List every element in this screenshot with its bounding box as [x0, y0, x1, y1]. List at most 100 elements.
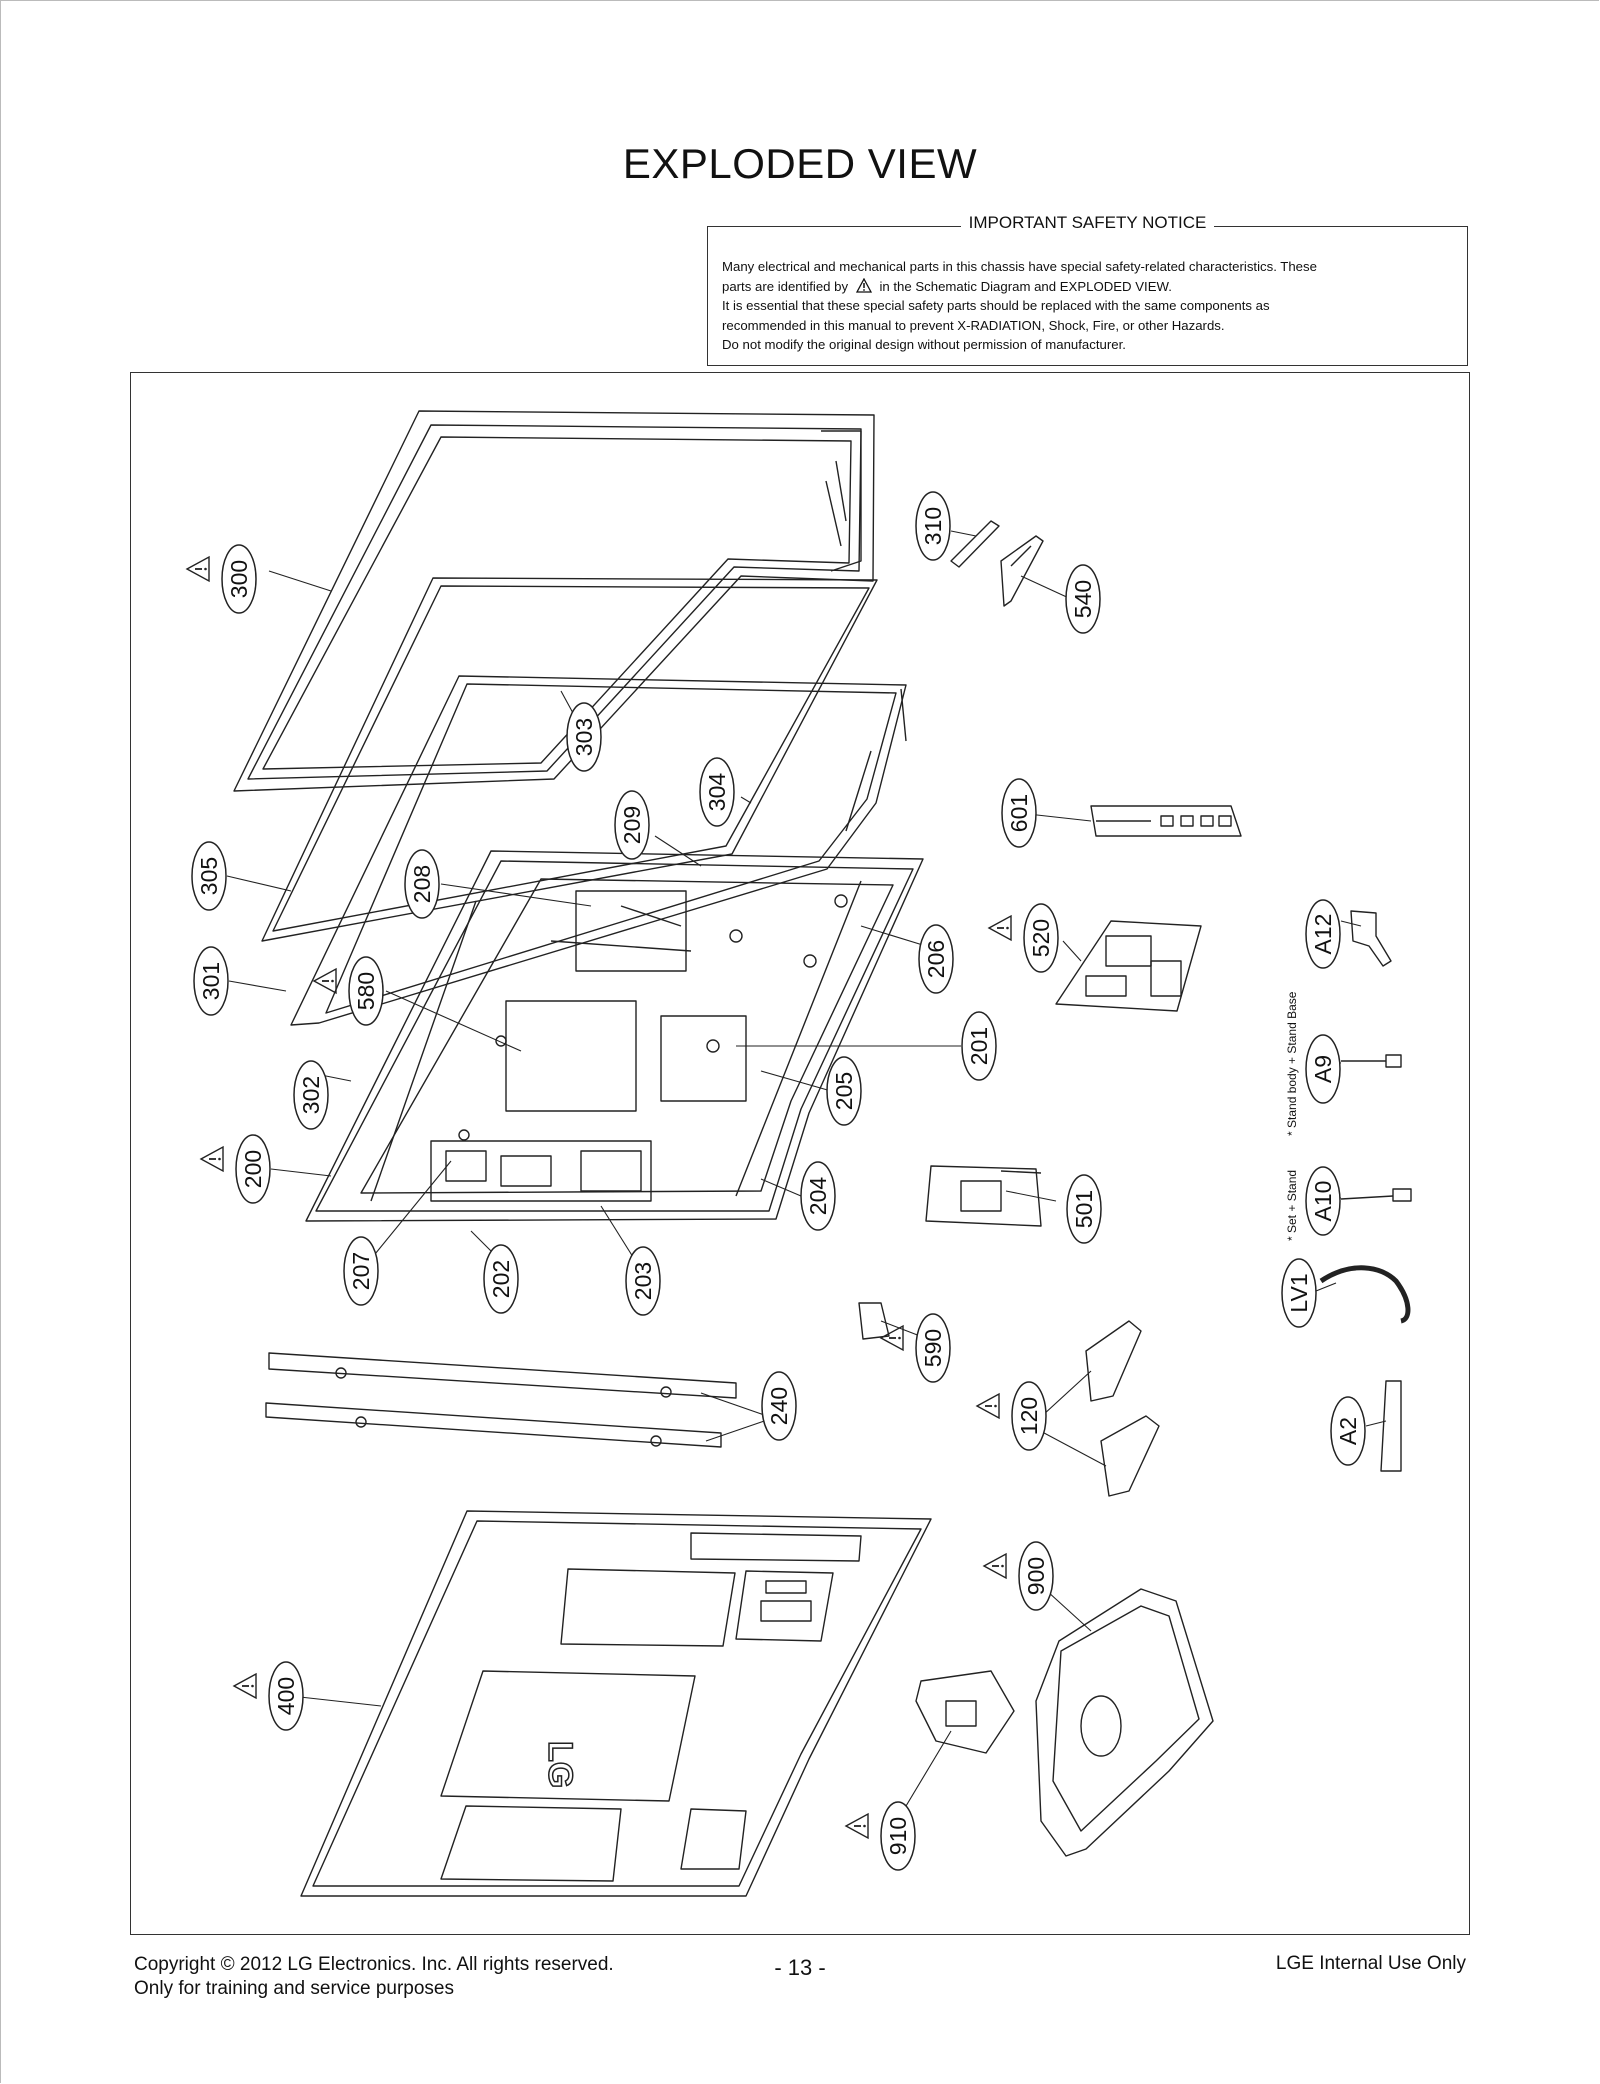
- callout-203: 203: [625, 1246, 661, 1316]
- callout-oval: [880, 1801, 916, 1871]
- safety-notice-body: Many electrical and mechanical parts in …: [722, 257, 1453, 355]
- warning-triangle-icon: [232, 1672, 257, 1700]
- callout-label: 204: [805, 1177, 831, 1216]
- callout-oval: [191, 841, 227, 911]
- safety-notice-heading-wrap: IMPORTANT SAFETY NOTICE: [708, 213, 1467, 233]
- callout-label: 540: [1070, 580, 1096, 618]
- callout-520: 520: [987, 903, 1059, 973]
- callout-oval: [404, 849, 440, 919]
- callout-oval: [1001, 778, 1037, 848]
- callout-a12: A12: [1305, 899, 1341, 969]
- warning-triangle-icon: [312, 967, 337, 995]
- callout-oval: [1305, 1166, 1341, 1236]
- warning-triangle-icon: [844, 1812, 869, 1840]
- footer-copyright-line-1: Copyright © 2012 LG Electronics. Inc. Al…: [134, 1954, 614, 1975]
- part-speakers: [1085, 1320, 1160, 1497]
- footer-page-number: - 13 -: [774, 1955, 826, 1980]
- callout-label: 207: [348, 1252, 374, 1290]
- callout-label: 303: [571, 718, 597, 756]
- callout-label: A2: [1335, 1417, 1361, 1445]
- part-front-cabinet: [233, 410, 875, 792]
- callout-oval: [235, 1134, 271, 1204]
- callout-label: 208: [409, 865, 435, 903]
- callout-910: 910: [844, 1801, 916, 1871]
- callout-label: 300: [226, 560, 252, 598]
- note-stand-body-base: * Stand body + Stand Base: [1285, 991, 1299, 1136]
- part-panel-glass: [261, 577, 878, 942]
- part-A9-screw: [1341, 1054, 1402, 1068]
- warning-triangle-icon: [855, 277, 872, 293]
- callout-400: 400: [232, 1661, 304, 1731]
- callout-206: 206: [918, 924, 954, 994]
- callout-oval: [221, 544, 257, 614]
- callout-300: 300: [185, 544, 257, 614]
- callout-oval: [1330, 1396, 1366, 1466]
- part-back-cover: [300, 1510, 932, 1897]
- callout-oval: [1305, 899, 1341, 969]
- callout-208: 208: [404, 849, 440, 919]
- callout-oval: [614, 790, 650, 860]
- part-stand-base: [1035, 1588, 1214, 1857]
- callout-oval: [1281, 1258, 1317, 1328]
- warning-triangle-icon: [199, 1145, 224, 1173]
- footer-copyright: Copyright © 2012 LG Electronics. Inc. Al…: [134, 1953, 614, 2001]
- callout-oval: [918, 924, 954, 994]
- callout-label: 203: [630, 1262, 656, 1300]
- callout-240: 240: [761, 1371, 797, 1441]
- callout-label: 301: [198, 962, 224, 1000]
- callout-205: 205: [826, 1056, 862, 1126]
- callout-209: 209: [614, 790, 650, 860]
- part-590: [858, 1302, 890, 1340]
- notice-line-1: Many electrical and mechanical parts in …: [722, 259, 1317, 274]
- callout-label: 202: [488, 1260, 514, 1298]
- callout-label: 206: [923, 940, 949, 978]
- callout-oval: [268, 1661, 304, 1731]
- callout-label: 400: [273, 1677, 299, 1715]
- part-601: [1090, 805, 1242, 837]
- callout-900: 900: [982, 1541, 1054, 1611]
- callout-label: 205: [831, 1072, 857, 1110]
- callout-310: 310: [915, 491, 951, 561]
- notice-line-5: Do not modify the original design withou…: [722, 337, 1126, 352]
- safety-notice-heading: IMPORTANT SAFETY NOTICE: [960, 213, 1215, 232]
- callout-label: LV1: [1286, 1273, 1312, 1312]
- part-panel-module: [290, 675, 907, 1026]
- callout-label: A10: [1310, 1181, 1336, 1222]
- warning-triangle-icon: [879, 1324, 904, 1352]
- callout-oval: [1305, 1034, 1341, 1104]
- callout-oval: [625, 1246, 661, 1316]
- callout-202: 202: [483, 1244, 519, 1314]
- footer-internal-use: LGE Internal Use Only: [1275, 1953, 1466, 1974]
- callout-label: 310: [920, 507, 946, 545]
- callout-label: 302: [298, 1076, 324, 1114]
- callout-501: 501: [1066, 1174, 1102, 1244]
- part-A10-screw: [1340, 1188, 1412, 1202]
- callout-oval: [343, 1236, 379, 1306]
- warning-triangle-icon: [975, 1392, 1000, 1420]
- callout-oval: [961, 1011, 997, 1081]
- callout-oval: [761, 1371, 797, 1441]
- part-501: [925, 1165, 1042, 1227]
- callout-oval: [915, 491, 951, 561]
- callout-label: 900: [1023, 1557, 1049, 1595]
- part-chassis: [305, 850, 924, 1222]
- callout-590: 590: [879, 1313, 951, 1383]
- part-stand-body: [915, 1670, 1015, 1754]
- callout-lv1: LV1: [1281, 1258, 1317, 1328]
- part-A2: [1380, 1380, 1402, 1472]
- callout-oval: [566, 702, 602, 772]
- notice-line-2-post: in the Schematic Diagram and EXPLODED VI…: [879, 278, 1172, 294]
- callout-301: 301: [193, 946, 229, 1016]
- callout-label: 580: [353, 972, 379, 1010]
- callout-a9: A9: [1305, 1034, 1341, 1104]
- callout-oval: [826, 1056, 862, 1126]
- part-A12: [1350, 910, 1392, 967]
- callout-oval: [293, 1060, 329, 1130]
- callout-label: 209: [619, 806, 645, 844]
- notice-line-2-pre: parts are identified by: [722, 278, 849, 294]
- callout-oval: [915, 1313, 951, 1383]
- callout-oval: [348, 956, 384, 1026]
- part-310-540: [950, 520, 1044, 607]
- callout-540: 540: [1065, 564, 1101, 634]
- callout-label: A9: [1310, 1055, 1336, 1083]
